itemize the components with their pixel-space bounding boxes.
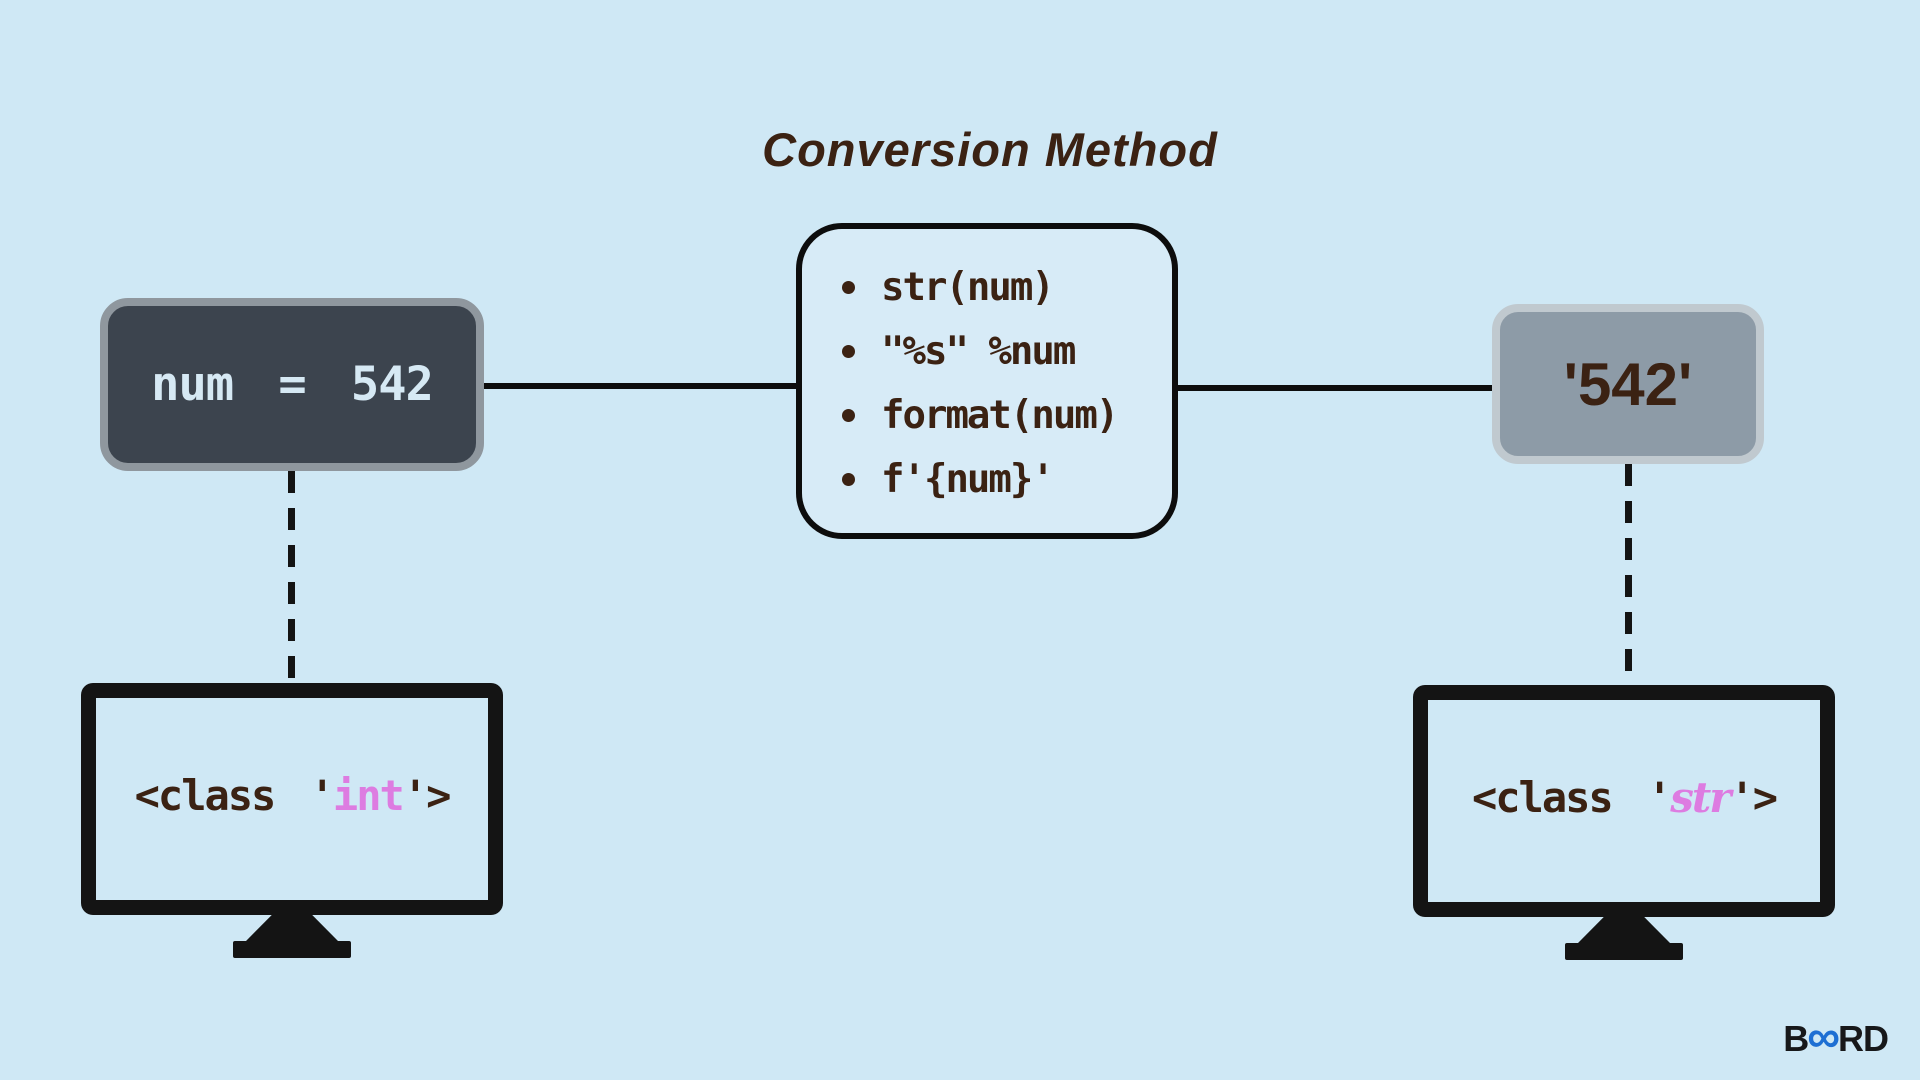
method-label: str(num) bbox=[881, 264, 1055, 310]
method-item: format(num) bbox=[842, 383, 1152, 447]
bullet-icon bbox=[842, 344, 855, 358]
int-value-label: num = 542 bbox=[151, 357, 434, 412]
method-item: "%s" %num bbox=[842, 319, 1152, 383]
class-suffix: '> bbox=[1729, 772, 1778, 822]
logo-text-b: B bbox=[1783, 1018, 1809, 1059]
connector-line-left bbox=[484, 383, 796, 389]
monitor-int: <class 'int'> bbox=[81, 683, 503, 958]
method-label: "%s" %num bbox=[881, 328, 1076, 374]
str-value-box: '542' bbox=[1492, 304, 1764, 464]
monitor-screen: <class 'str'> bbox=[1413, 685, 1835, 917]
class-prefix: <class ' bbox=[1471, 772, 1672, 822]
int-value-box: num = 542 bbox=[100, 298, 484, 471]
method-item: f'{num}' bbox=[842, 447, 1152, 511]
monitor-stand-neck bbox=[246, 915, 338, 941]
dashed-line-left bbox=[288, 471, 295, 686]
conversion-methods-box: str(num) "%s" %num format(num) f'{num}' bbox=[796, 223, 1178, 539]
infinity-icon: ∞ bbox=[1807, 1010, 1840, 1062]
monitor-screen: <class 'int'> bbox=[81, 683, 503, 915]
monitor-stand-base bbox=[233, 941, 351, 958]
bullet-icon bbox=[842, 408, 855, 422]
connector-line-right bbox=[1178, 385, 1492, 391]
page-title: Conversion Method bbox=[762, 123, 1218, 176]
monitor-str: <class 'str'> bbox=[1413, 685, 1835, 960]
bullet-icon bbox=[842, 280, 855, 294]
type-name-str: str bbox=[1670, 772, 1731, 822]
logo-text-rd: RD bbox=[1838, 1018, 1889, 1059]
str-value-label: '542' bbox=[1563, 350, 1693, 418]
method-item: str(num) bbox=[842, 255, 1152, 319]
monitor-stand-neck bbox=[1578, 917, 1670, 943]
board-infinity-logo: B ∞ RD bbox=[1783, 1010, 1889, 1062]
monitor-stand-base bbox=[1565, 943, 1683, 960]
method-label: format(num) bbox=[881, 392, 1119, 438]
bullet-icon bbox=[842, 472, 855, 486]
method-label: f'{num}' bbox=[881, 456, 1055, 502]
dashed-line-right bbox=[1625, 464, 1632, 685]
class-prefix: <class ' bbox=[134, 770, 335, 820]
class-suffix: '> bbox=[402, 770, 452, 820]
type-name-int: int bbox=[332, 770, 405, 820]
int-class-text: <class 'int'> bbox=[134, 770, 452, 820]
methods-list: str(num) "%s" %num format(num) f'{num}' bbox=[802, 229, 1172, 531]
str-class-text: <class 'str'> bbox=[1471, 772, 1778, 822]
